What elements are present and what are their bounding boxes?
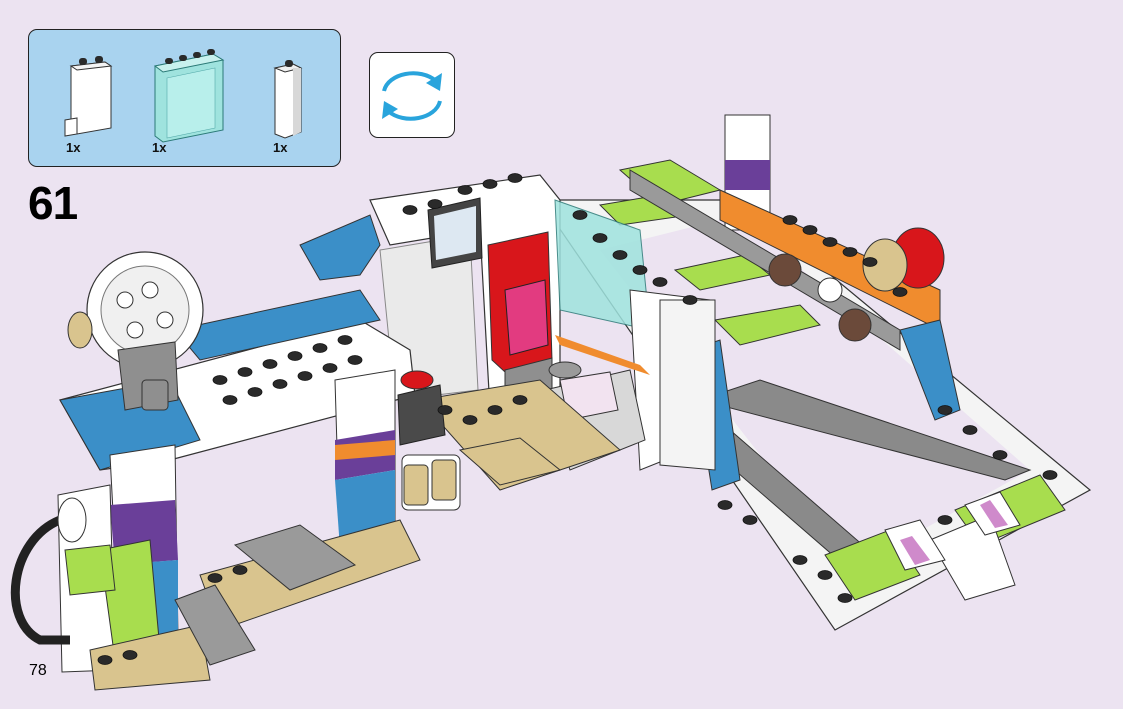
page-number: 78 (29, 662, 47, 680)
